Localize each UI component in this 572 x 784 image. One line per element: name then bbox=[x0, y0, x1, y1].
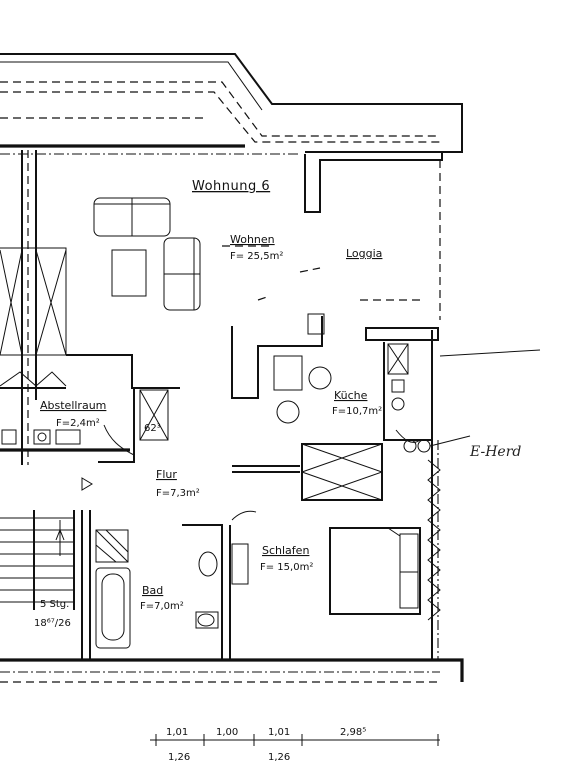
flur-walls bbox=[0, 388, 169, 491]
room-label-abstellraum: Abstellraum bbox=[40, 399, 106, 412]
left-structure bbox=[0, 150, 180, 465]
shaft-label: 62³ bbox=[144, 423, 161, 434]
area-abstellraum: F=2,4m² bbox=[56, 418, 100, 429]
living-furniture bbox=[93, 197, 332, 424]
dim-1-bottom: 1,26 bbox=[168, 752, 190, 763]
bath-bedroom-walls bbox=[81, 510, 257, 660]
wardrobe bbox=[232, 443, 383, 501]
room-label-flur: Flur bbox=[156, 468, 177, 481]
room-label-kueche: Küche bbox=[334, 389, 368, 402]
dim-2-top: 1,00 bbox=[216, 727, 238, 738]
roof-outline bbox=[0, 53, 463, 155]
area-bad: F=7,0m² bbox=[140, 601, 184, 612]
dim-3-top: 1,01 bbox=[268, 727, 290, 738]
dimension-line: 1,01 1,00 1,01 2,98⁵ 1,26 1,26 bbox=[150, 727, 440, 763]
plan-title: Wohnung 6 bbox=[192, 179, 270, 194]
bottom-wall bbox=[0, 658, 464, 683]
handwritten-note: E-Herd bbox=[469, 444, 521, 460]
room-label-bad: Bad bbox=[142, 584, 163, 597]
area-kueche: F=10,7m² bbox=[332, 406, 382, 417]
room-label-schlafen: Schlafen bbox=[262, 544, 309, 557]
handwritten-annotation: E-Herd bbox=[429, 349, 541, 460]
stairs-ratio: 18⁶⁷/26 bbox=[34, 618, 71, 629]
room-label-wohnen: Wohnen bbox=[230, 233, 275, 246]
loggia-boundary bbox=[222, 245, 420, 301]
right-wall bbox=[304, 152, 443, 660]
area-flur: F=7,3m² bbox=[156, 488, 200, 499]
dim-1-top: 1,01 bbox=[166, 727, 188, 738]
kitchen-walls bbox=[231, 313, 439, 453]
area-wohnen: F= 25,5m² bbox=[230, 251, 283, 262]
stairs-label: 5 Stg. bbox=[40, 599, 69, 610]
dim-4-top: 2,98⁵ bbox=[340, 727, 366, 738]
bed bbox=[329, 527, 421, 615]
room-label-loggia: Loggia bbox=[346, 247, 382, 260]
dim-2-bottom: 1,26 bbox=[268, 752, 290, 763]
area-schlafen: F= 15,0m² bbox=[260, 562, 313, 573]
stairs bbox=[0, 510, 75, 610]
